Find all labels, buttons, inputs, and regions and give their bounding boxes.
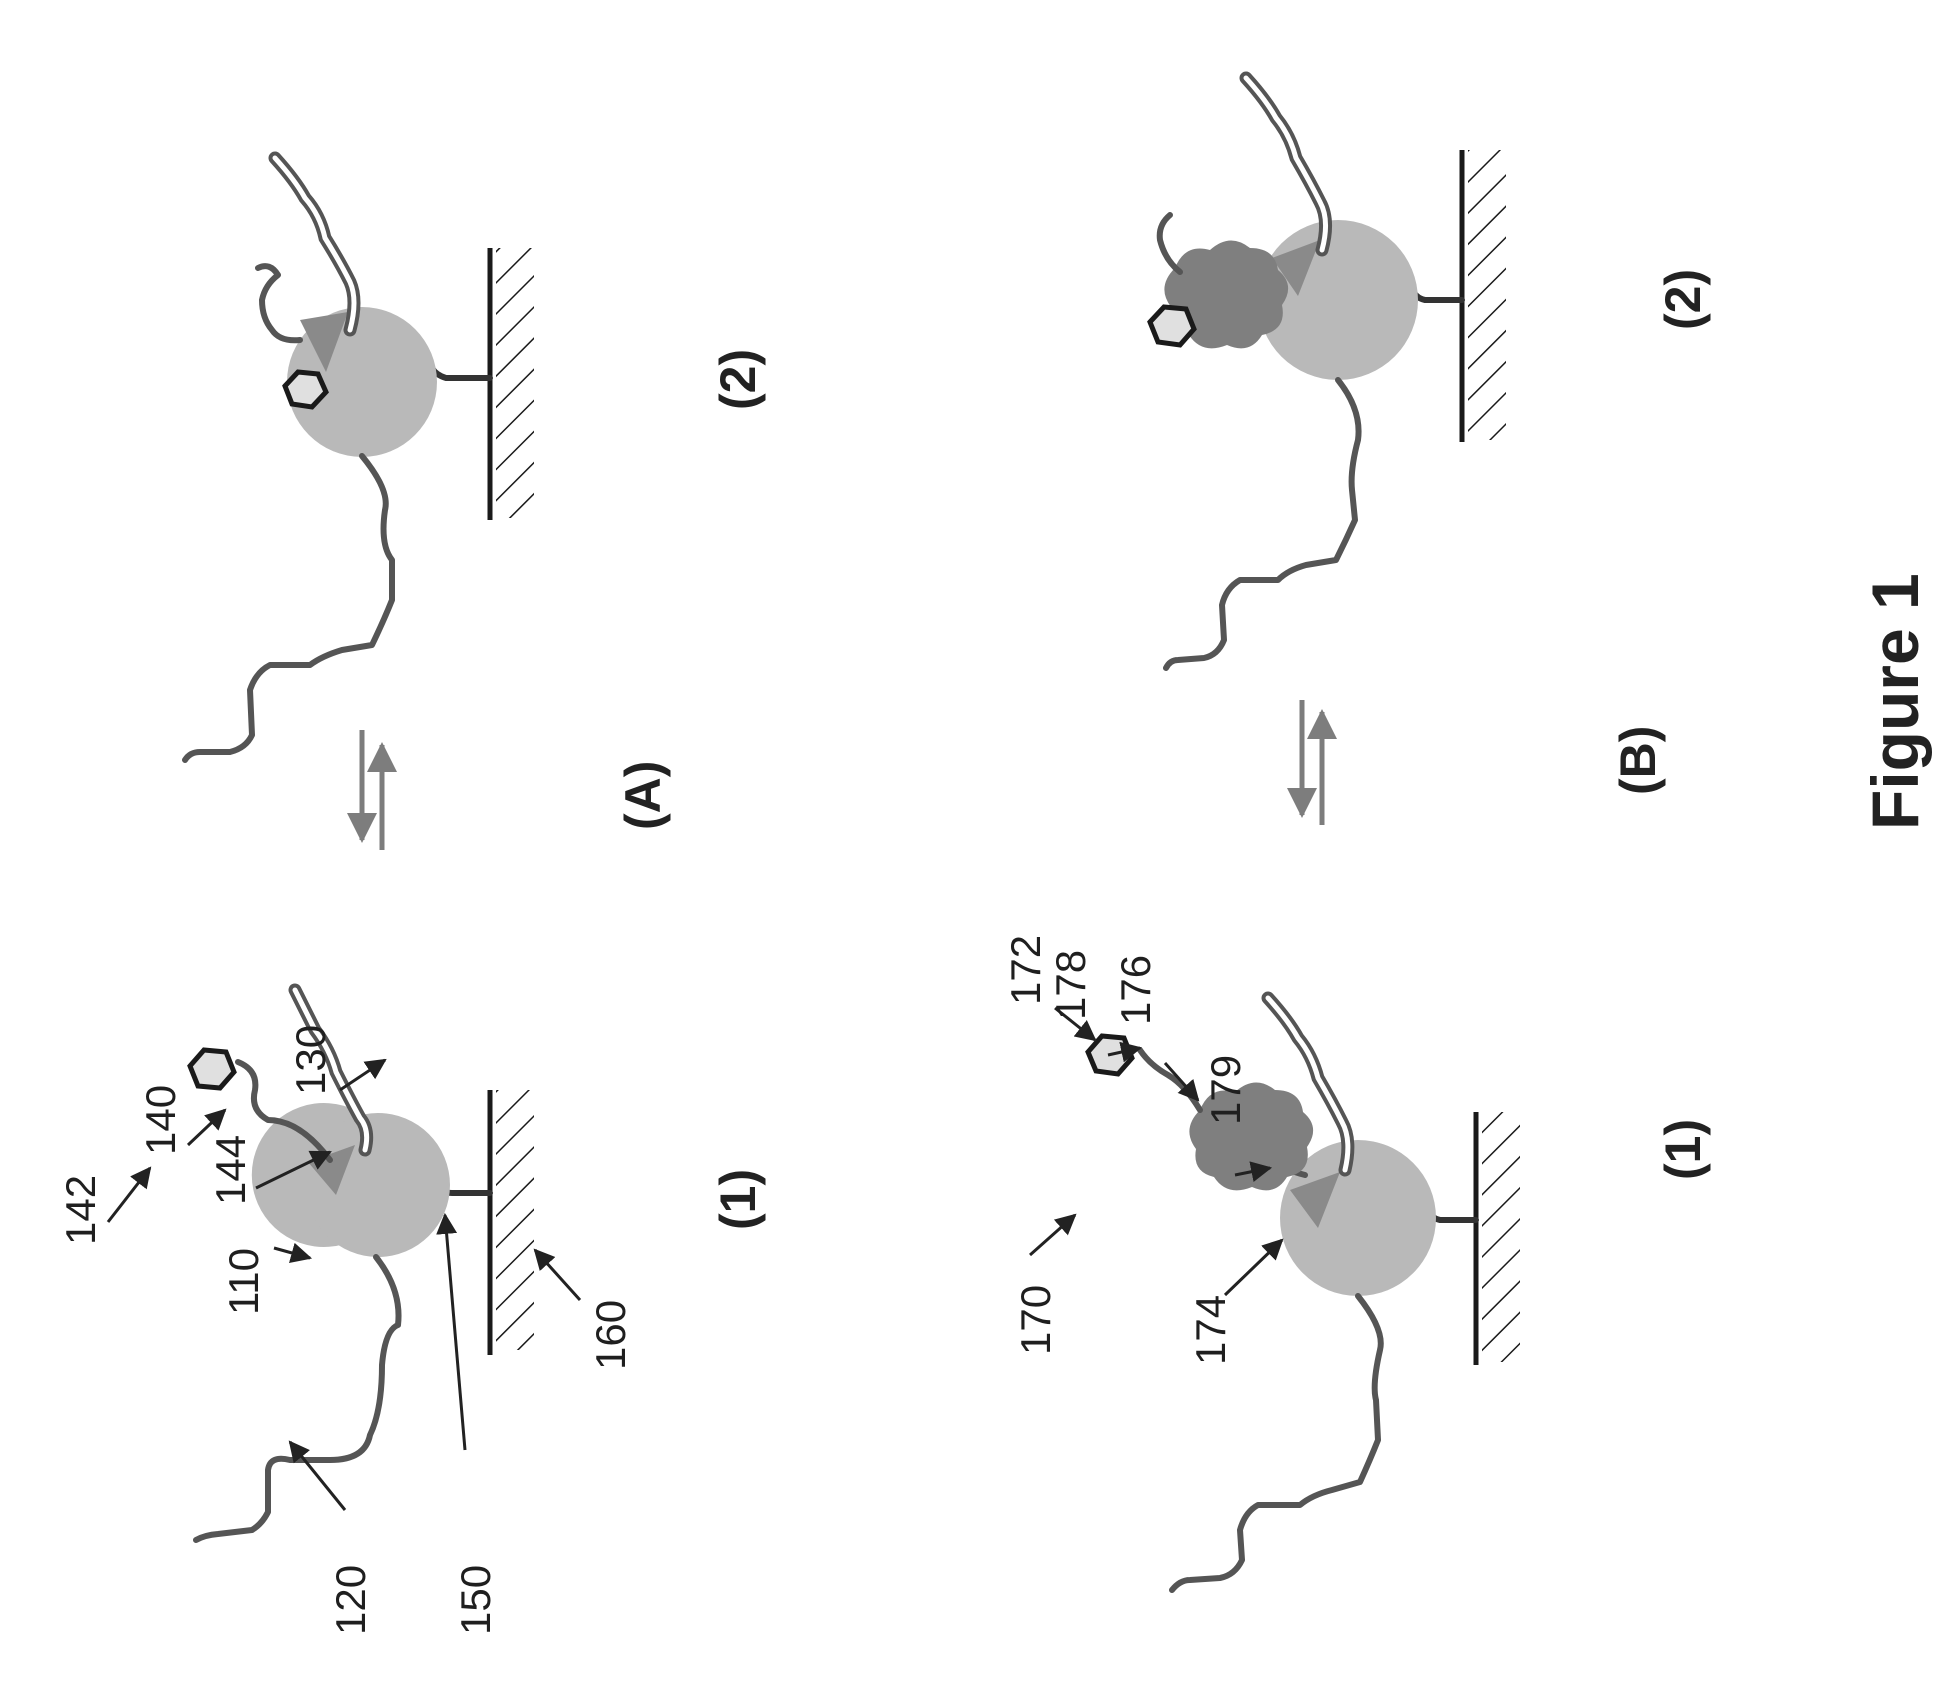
panel-a: [185, 158, 534, 1540]
linker: [1140, 1050, 1200, 1110]
panel-b-state-1: [1088, 998, 1520, 1590]
state-label-b1: (1): [1655, 1119, 1711, 1180]
panel-b-state-2: [1150, 78, 1506, 668]
anchor-tether: [432, 368, 490, 378]
ref-144: 144: [207, 1135, 254, 1205]
ref-130: 130: [287, 1025, 334, 1095]
state-label-a2: (2): [710, 349, 766, 410]
surface: [490, 1090, 534, 1355]
probe-linker: [258, 266, 300, 340]
panel-label-b: (B): [1610, 726, 1666, 795]
ref-140: 140: [137, 1085, 184, 1155]
ref-142: 142: [57, 1175, 104, 1245]
ref-176: 176: [1112, 955, 1159, 1025]
figure-title: Figure 1: [1858, 573, 1932, 830]
ref-178: 178: [1047, 950, 1094, 1020]
ref-179: 179: [1202, 1055, 1249, 1125]
surface: [1476, 1112, 1520, 1365]
double-strand: [275, 158, 354, 330]
probe-ring: [1150, 307, 1194, 345]
chain: [185, 456, 392, 760]
ref-170: 170: [1012, 1285, 1059, 1355]
ref-120: 120: [327, 1565, 374, 1635]
state-label-a1: (1): [710, 1169, 766, 1230]
ref-150: 150: [452, 1565, 499, 1635]
linker: [1160, 215, 1180, 272]
ref-172: 172: [1002, 935, 1049, 1005]
surface: [490, 248, 534, 520]
ref-174: 174: [1187, 1295, 1234, 1365]
anchor-tether: [1412, 288, 1462, 300]
surface: [1462, 150, 1506, 442]
equilibrium-arrows-b: [1302, 700, 1322, 825]
state-label-b2: (2): [1655, 269, 1711, 330]
probe-ring: [190, 1050, 234, 1088]
chain: [1166, 380, 1359, 668]
panel-label-a: (A): [615, 761, 671, 830]
ref-110: 110: [220, 1248, 267, 1315]
panel-b: [1088, 78, 1520, 1590]
ref-160: 160: [587, 1300, 634, 1370]
equilibrium-arrows-a: [362, 730, 382, 850]
probe-ring: [285, 372, 326, 407]
panel-a-state-2: [185, 158, 534, 760]
